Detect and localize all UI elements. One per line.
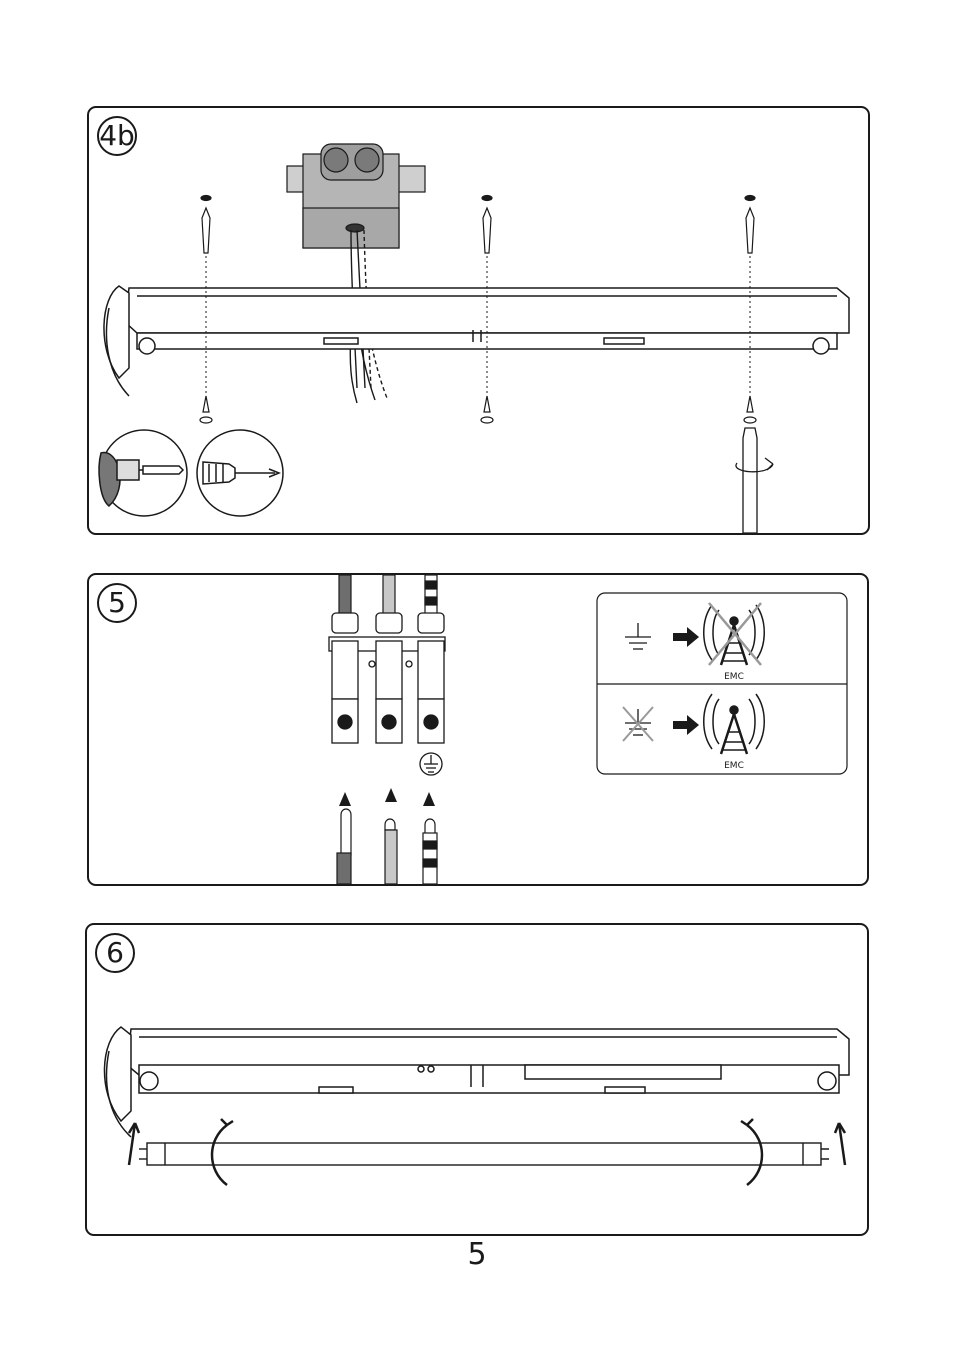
emc-label-grounded: EMC <box>724 672 744 682</box>
step-4b-illustration <box>89 108 868 533</box>
luminaire-housing-icon <box>104 286 849 396</box>
step-4b-panel: 4b <box>87 106 870 535</box>
wire-end-icon <box>337 809 437 884</box>
drill-icon <box>99 430 187 516</box>
wall-plug-icon <box>201 196 755 254</box>
emc-label-not-grounded: EMC <box>724 761 744 771</box>
screwdriver-inset-icon <box>197 430 283 516</box>
fluorescent-tube-icon <box>139 1143 829 1165</box>
step-6-illustration <box>87 925 867 1234</box>
emc-info-box: EMC EMC <box>597 593 847 774</box>
luminaire-housing-icon <box>104 1027 849 1137</box>
step-6-panel: 6 <box>85 923 869 1236</box>
wire-icon <box>339 575 437 615</box>
step-5-panel: 5 <box>87 573 869 886</box>
screwdriver-icon <box>736 428 773 533</box>
insert-arrow-icon <box>339 788 435 806</box>
page-number: 5 <box>0 1237 954 1272</box>
step-5-illustration: EMC EMC <box>89 575 867 884</box>
junction-box-icon <box>287 144 425 248</box>
ground-symbol-icon <box>420 753 442 775</box>
screw-icon <box>200 396 756 423</box>
terminal-block-icon <box>329 613 445 743</box>
